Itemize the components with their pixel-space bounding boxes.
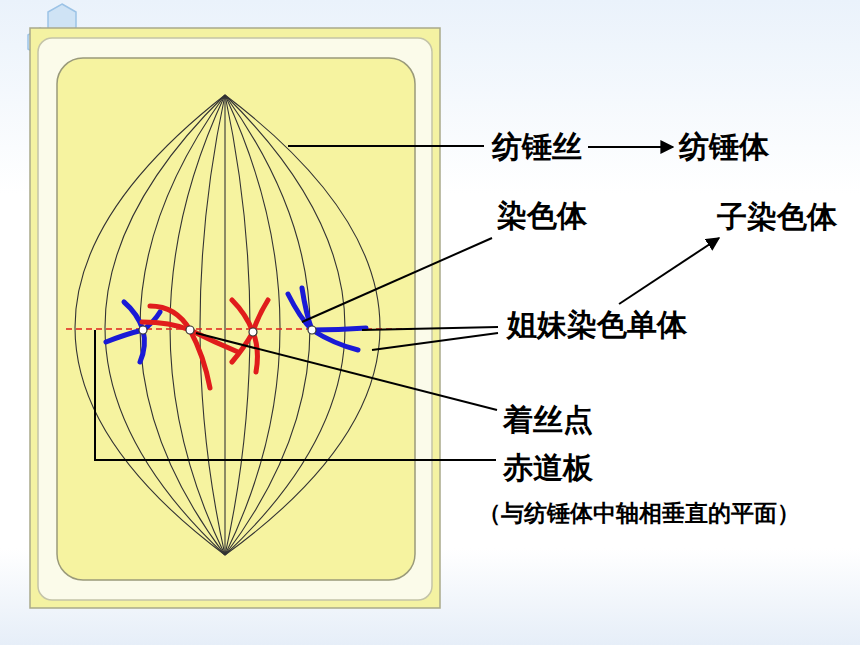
part-label: 赤道板 <box>503 450 593 486</box>
node-label: 纺锤体 <box>679 129 769 165</box>
arrow-connector <box>619 238 719 304</box>
text-node: 子染色体 <box>715 198 839 236</box>
text-node: 纺锤丝 <box>490 128 584 166</box>
node-label: 姐妹染色单体 <box>507 307 687 343</box>
spindle-fibers <box>75 95 380 555</box>
chromosomes <box>106 288 366 388</box>
centromeres <box>139 326 316 336</box>
cell-outer <box>30 28 440 608</box>
text-node: 姐妹染色单体 <box>505 306 689 344</box>
leader-lines <box>95 146 498 460</box>
text-node: 纺锤体 <box>677 128 771 166</box>
arrow-connector <box>588 146 673 148</box>
part-label: （与纺锤体中轴相垂直的平面） <box>478 500 800 528</box>
part-label: 染色体 <box>497 198 587 234</box>
cell-wall <box>38 38 432 600</box>
node-label: 子染色体 <box>717 199 837 235</box>
part-label: 着丝点 <box>503 402 593 438</box>
node-label: 纺锤丝 <box>492 129 582 165</box>
cell-membrane <box>57 58 415 580</box>
